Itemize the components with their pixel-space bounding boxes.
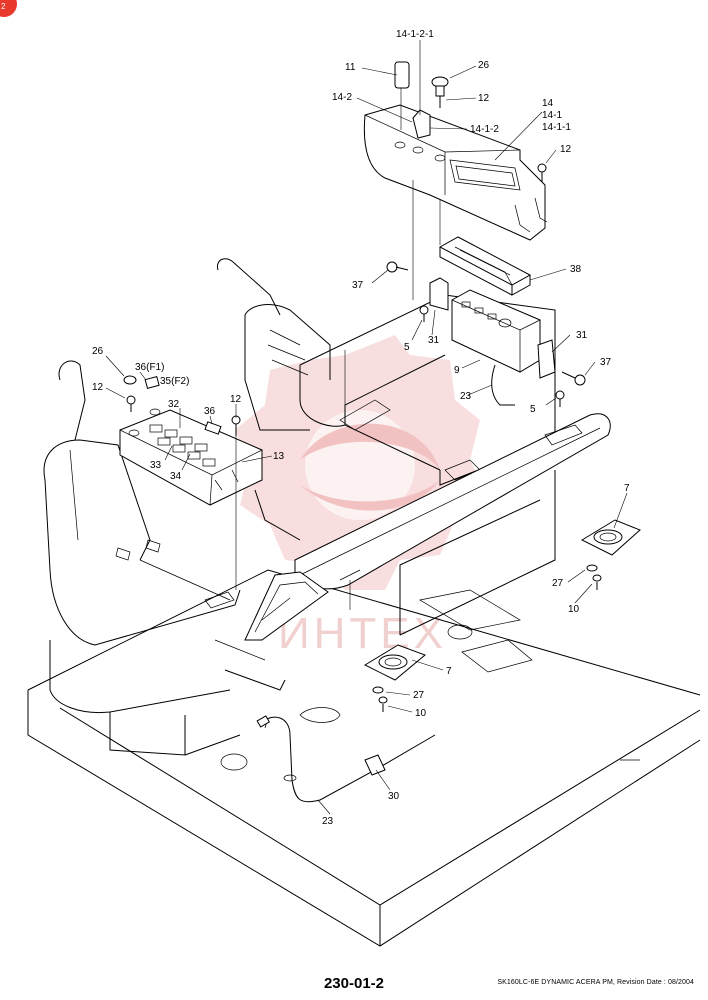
callout-7-right: 7 [624,483,630,494]
document-footer: SK160LC-6E DYNAMIC ACERA PM, Revision Da… [497,979,694,986]
speaker-right [580,519,641,556]
callout-12-top: 12 [478,93,490,104]
callout-37-left: 37 [352,280,364,291]
callout-14: 14 [542,98,554,109]
callout-14-1-2-1: 14-1-2-1 [396,29,434,40]
callout-14-1: 14-1 [542,110,562,121]
callout-5-left: 5 [404,342,410,353]
callout-34: 34 [170,471,182,482]
callout-31-right: 31 [576,330,588,341]
radio-unit-9 [429,277,556,406]
cab-floor [27,569,701,947]
page-number: 230-01-2 [323,975,385,992]
callout-12-left: 12 [92,382,104,393]
callout-9: 9 [454,365,460,376]
callout-26-left: 26 [92,346,104,357]
speaker-center [363,644,426,681]
callout-14-1-2: 14-1-2 [470,124,499,135]
callout-36-f1: 36(F1) [135,362,164,373]
callout-31-left: 31 [428,335,440,346]
callout-33: 33 [150,460,162,471]
wire-harness [256,715,436,803]
upper-right-console [363,104,548,241]
callout-36: 36 [204,406,216,417]
callout-7-center: 7 [446,666,452,677]
callout-26-top: 26 [478,60,490,71]
callout-32: 32 [168,399,180,410]
callout-30: 30 [388,791,400,802]
callout-38: 38 [570,264,582,275]
callout-35-f2: 35(F2) [160,376,189,387]
top-small-parts [394,61,449,139]
callout-13: 13 [273,451,285,462]
leader-lines [105,40,628,815]
callout-10-right: 10 [568,604,580,615]
fasteners [123,163,602,712]
callout-23-floor: 23 [322,816,334,827]
callout-10-center: 10 [415,708,427,719]
callouts: 14-1-2-1 11 26 14-2 12 14-1-2 14 14-1 14… [92,29,630,827]
bracket-38 [438,236,532,296]
svg-text:2: 2 [1,2,6,11]
callout-14-1-1: 14-1-1 [542,122,571,133]
joystick-left [216,258,331,541]
callout-14-2: 14-2 [332,92,352,103]
callout-27-center: 27 [413,690,425,701]
callout-23-radio: 23 [460,391,472,402]
callout-5-right: 5 [530,404,536,415]
callout-27-right: 27 [552,578,564,589]
callout-11: 11 [345,62,356,73]
alignment-lines [235,88,556,610]
operator-seat [43,360,286,756]
callout-12-right: 12 [560,144,572,155]
wedge-bracket [244,571,329,641]
callout-37-right: 37 [600,357,612,368]
corner-badge: 2 [0,0,17,17]
callout-12-console: 12 [230,394,242,405]
left-switch-console [119,408,263,506]
watermark-text: ИНТЕХ [278,609,447,658]
